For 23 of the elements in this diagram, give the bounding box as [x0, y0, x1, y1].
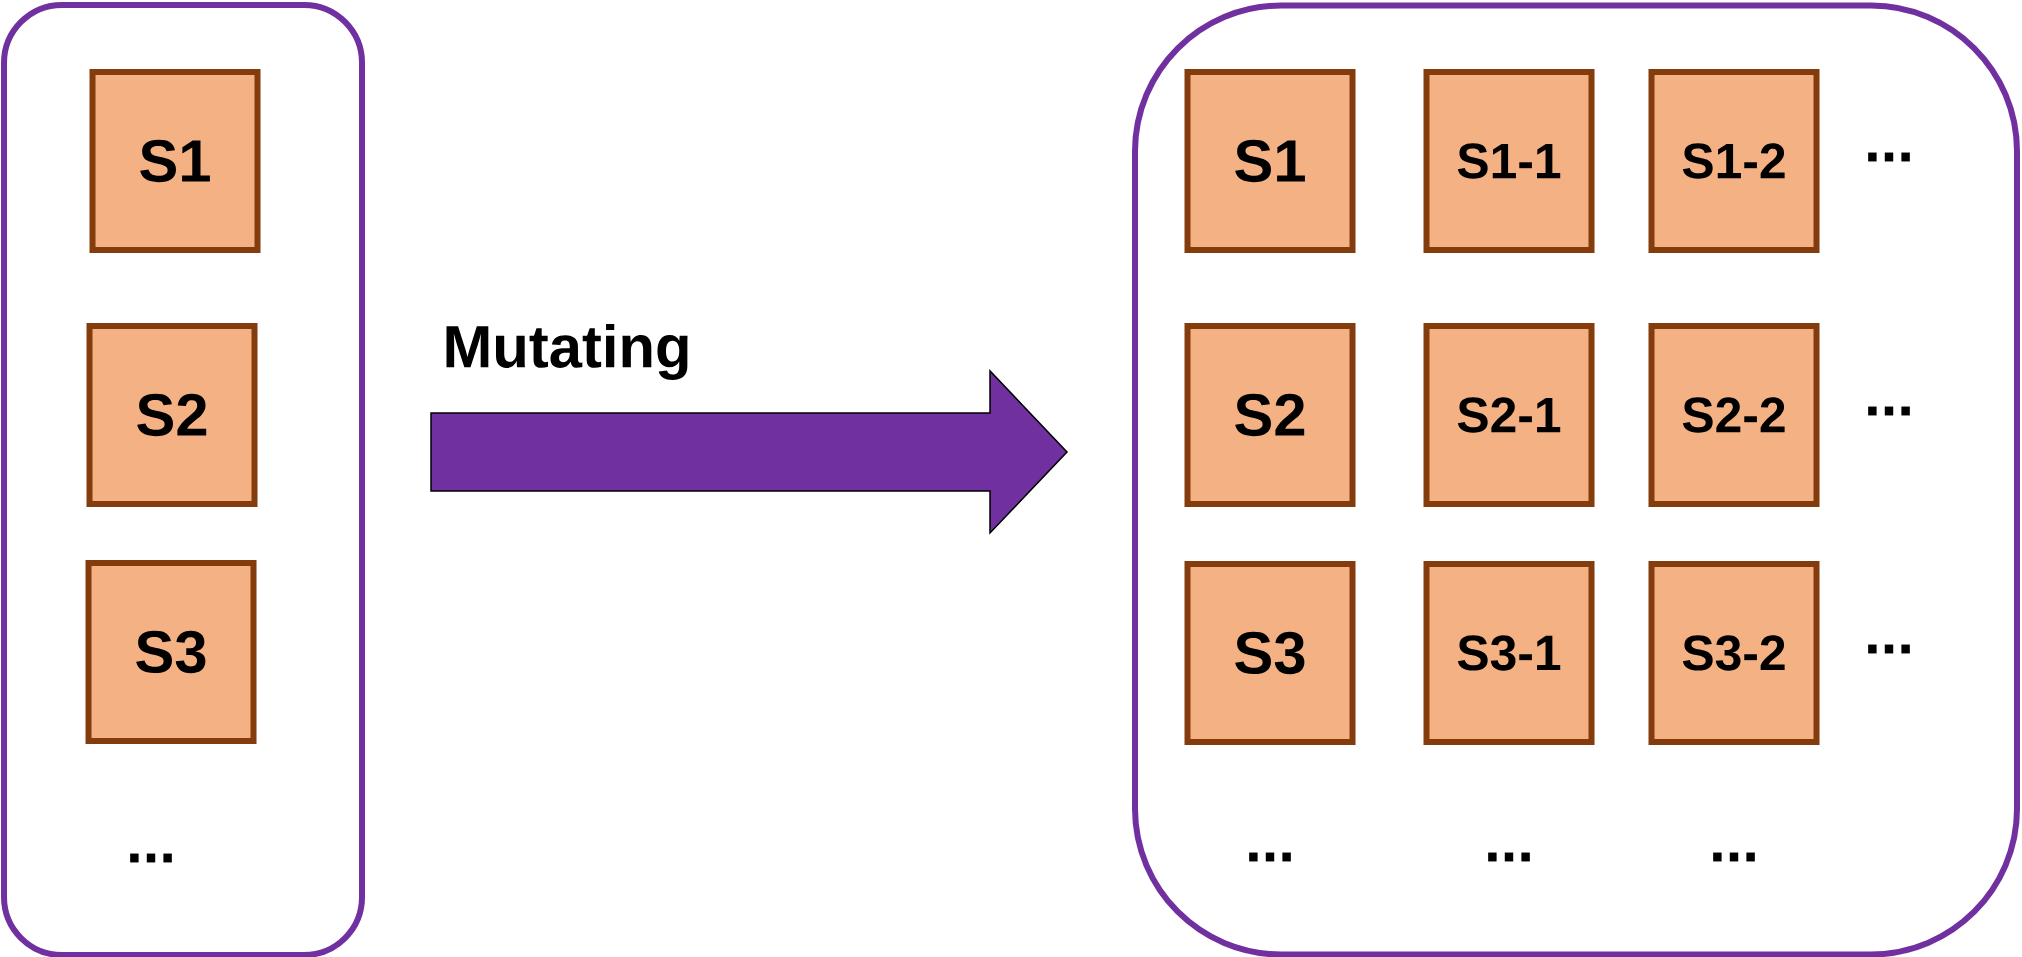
panel [1132, 2, 2020, 957]
sample-box: S3 [85, 560, 257, 744]
sample-box: S1-1 [1423, 69, 1595, 253]
panel [1, 2, 365, 957]
sample-box: S3-1 [1423, 561, 1595, 745]
ellipsis: ... [1868, 406, 1910, 416]
edge-label: Mutating [446, 324, 688, 380]
sample-box: S1 [89, 69, 261, 253]
sample-box: S3-2 [1648, 561, 1820, 745]
sample-box: S3 [1184, 561, 1356, 745]
ellipsis: ... [1868, 644, 1910, 654]
sample-box: S2-2 [1648, 323, 1820, 507]
ellipsis: ... [1249, 852, 1291, 862]
sample-box: S2 [86, 323, 258, 507]
sample-box: S2 [1184, 323, 1356, 507]
sample-box: S2-1 [1423, 323, 1595, 507]
ellipsis: ... [1868, 152, 1910, 162]
sample-box: S1-2 [1648, 69, 1820, 253]
block-arrow [430, 369, 1069, 535]
ellipsis: ... [1713, 852, 1755, 862]
ellipsis: ... [130, 853, 172, 863]
sample-box: S1 [1184, 69, 1356, 253]
ellipsis: ... [1488, 852, 1530, 862]
